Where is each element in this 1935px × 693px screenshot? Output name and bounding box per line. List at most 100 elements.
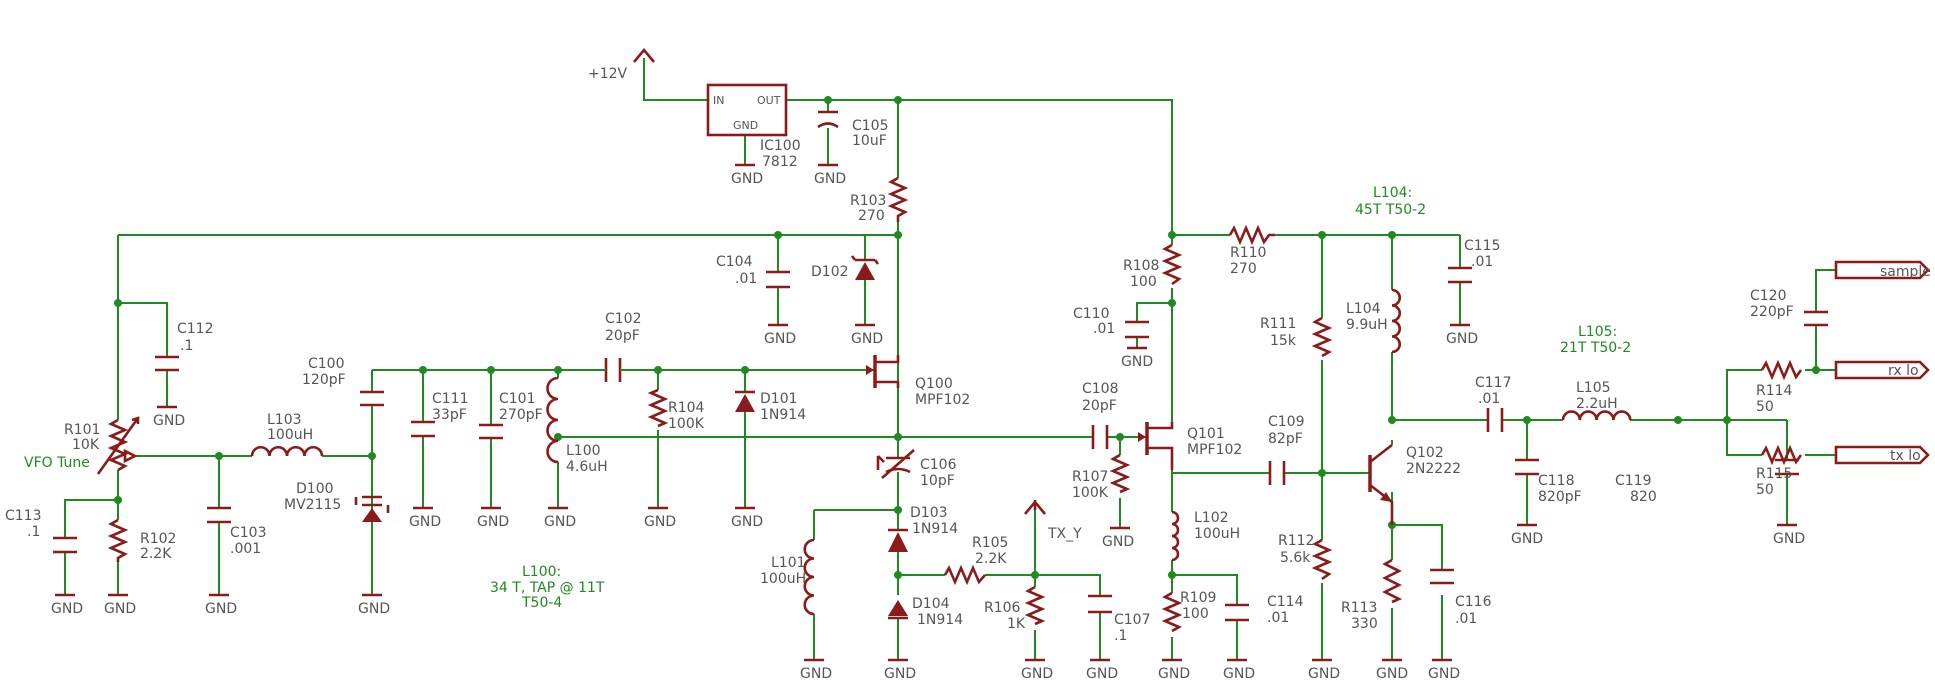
capacitor-c115 xyxy=(1448,266,1472,284)
gnd-ic100: GND xyxy=(731,163,763,187)
l103-name: L103 xyxy=(267,412,302,428)
r105-value: 2.2K xyxy=(975,551,1007,567)
c116-value: .01 xyxy=(1455,611,1477,627)
resistor-r104 xyxy=(647,388,669,428)
svg-text:sample: sample xyxy=(1880,264,1931,280)
svg-text:GND: GND xyxy=(205,601,237,617)
inductor-l101 xyxy=(803,538,815,616)
diode-d101 xyxy=(735,390,755,412)
c106-name: C106 xyxy=(920,457,957,473)
c119-name: C119 xyxy=(1615,473,1652,489)
resistor-r115 xyxy=(1760,444,1803,466)
svg-text:GND: GND xyxy=(731,514,763,530)
gnd-d104: GND xyxy=(884,658,916,682)
r104-value: 100K xyxy=(668,416,705,432)
capacitor-c102 xyxy=(598,358,628,382)
q100-value: MPF102 xyxy=(915,392,970,408)
svg-text:GND: GND xyxy=(153,413,185,429)
r104-name: R104 xyxy=(668,400,705,416)
ic100-name: IC100 xyxy=(760,138,801,154)
c102-name: C102 xyxy=(605,311,642,327)
capacitor-c114 xyxy=(1225,603,1249,622)
r106-name: R106 xyxy=(984,600,1021,616)
gnd-c118: GND xyxy=(1511,523,1543,547)
junctions xyxy=(114,96,1820,579)
resistor-r111 xyxy=(1311,316,1333,358)
c107-value: .1 xyxy=(1114,628,1127,644)
gnd-r113: GND xyxy=(1376,658,1408,682)
capacitor-c106-variable xyxy=(876,449,915,479)
capacitor-c109 xyxy=(1268,461,1286,485)
transistor-q101 xyxy=(1138,422,1174,470)
svg-text:GND: GND xyxy=(544,514,576,530)
inductor-l104 xyxy=(1391,288,1401,354)
supply-tx-y-label: TX_Y xyxy=(1047,526,1082,542)
c108-name: C108 xyxy=(1082,381,1119,397)
c118-name: C118 xyxy=(1538,473,1575,489)
r110-name: R110 xyxy=(1230,245,1266,261)
svg-text:GND: GND xyxy=(1428,666,1460,682)
c119-value: 820 xyxy=(1630,489,1657,505)
c109-value: 82pF xyxy=(1268,431,1303,447)
c115-name: C115 xyxy=(1464,238,1501,254)
r114-value: 50 xyxy=(1756,399,1774,415)
c109-name: C109 xyxy=(1268,414,1305,430)
r101-note: VFO Tune xyxy=(24,455,90,471)
capacitor-c112 xyxy=(155,355,179,372)
resistors xyxy=(107,176,1803,633)
gnd-c113: GND xyxy=(51,593,83,617)
svg-text:GND: GND xyxy=(409,514,441,530)
supply-tx-y: TX_Y xyxy=(1024,499,1082,542)
resistor-r108 xyxy=(1161,243,1183,286)
gnd-c119: GND xyxy=(1773,523,1805,547)
r108-value: 100 xyxy=(1130,274,1157,290)
c112-value: .1 xyxy=(180,338,193,354)
l105-value: 2.2uH xyxy=(1576,396,1618,412)
svg-text:GND: GND xyxy=(800,666,832,682)
r115-name: R115 xyxy=(1756,466,1792,482)
gnd-r107: GND xyxy=(1102,526,1134,550)
capacitor-c117 xyxy=(1486,408,1504,432)
diode-d100-varactor xyxy=(354,495,390,522)
svg-text:GND: GND xyxy=(1308,666,1340,682)
r113-name: R113 xyxy=(1341,600,1377,616)
r112-name: R112 xyxy=(1278,533,1314,549)
q100-name: Q100 xyxy=(915,376,953,392)
q102-value: 2N2222 xyxy=(1406,461,1461,477)
r115-value: 50 xyxy=(1756,482,1774,498)
d102-name: D102 xyxy=(811,264,849,280)
inductor-l105 xyxy=(1561,410,1632,421)
c112-name: C112 xyxy=(177,321,214,337)
c108-value: 20pF xyxy=(1082,398,1117,414)
gnd-c104: GND xyxy=(764,323,796,347)
gnd-c112: GND xyxy=(153,405,185,429)
capacitor-c103 xyxy=(207,506,231,524)
l100-value: 4.6uH xyxy=(566,459,608,475)
supply-12v-label: +12V xyxy=(588,66,628,82)
l105-note-1: L105: xyxy=(1578,324,1617,340)
ports: sample rx lo tx lo xyxy=(1834,260,1931,465)
gnd-c110: GND xyxy=(1121,346,1153,370)
c113-value: .1 xyxy=(27,524,40,540)
c117-name: C117 xyxy=(1475,375,1512,391)
c106-value: 10pF xyxy=(920,473,955,489)
c110-name: C110 xyxy=(1073,306,1110,322)
resistor-r114 xyxy=(1760,359,1803,381)
svg-text:GND: GND xyxy=(1121,354,1153,370)
diodes xyxy=(354,255,908,620)
l104-name: L104 xyxy=(1346,301,1381,317)
capacitor-c101 xyxy=(479,423,503,440)
capacitor-c110 xyxy=(1125,320,1149,339)
port-sample: sample xyxy=(1834,260,1931,280)
d100-name: D100 xyxy=(296,481,334,497)
ground-labels: GND GND GND GND GND GND GND GND GND GND … xyxy=(51,163,1805,682)
gnd-c111: GND xyxy=(409,506,441,530)
r111-value: 15k xyxy=(1270,333,1297,349)
r107-value: 100K xyxy=(1072,485,1109,501)
d103-name: D103 xyxy=(910,505,948,521)
gnd-c114: GND xyxy=(1223,658,1255,682)
r105-name: R105 xyxy=(972,535,1008,551)
c101-name: C101 xyxy=(499,391,536,407)
gnd-l101: GND xyxy=(800,658,832,682)
